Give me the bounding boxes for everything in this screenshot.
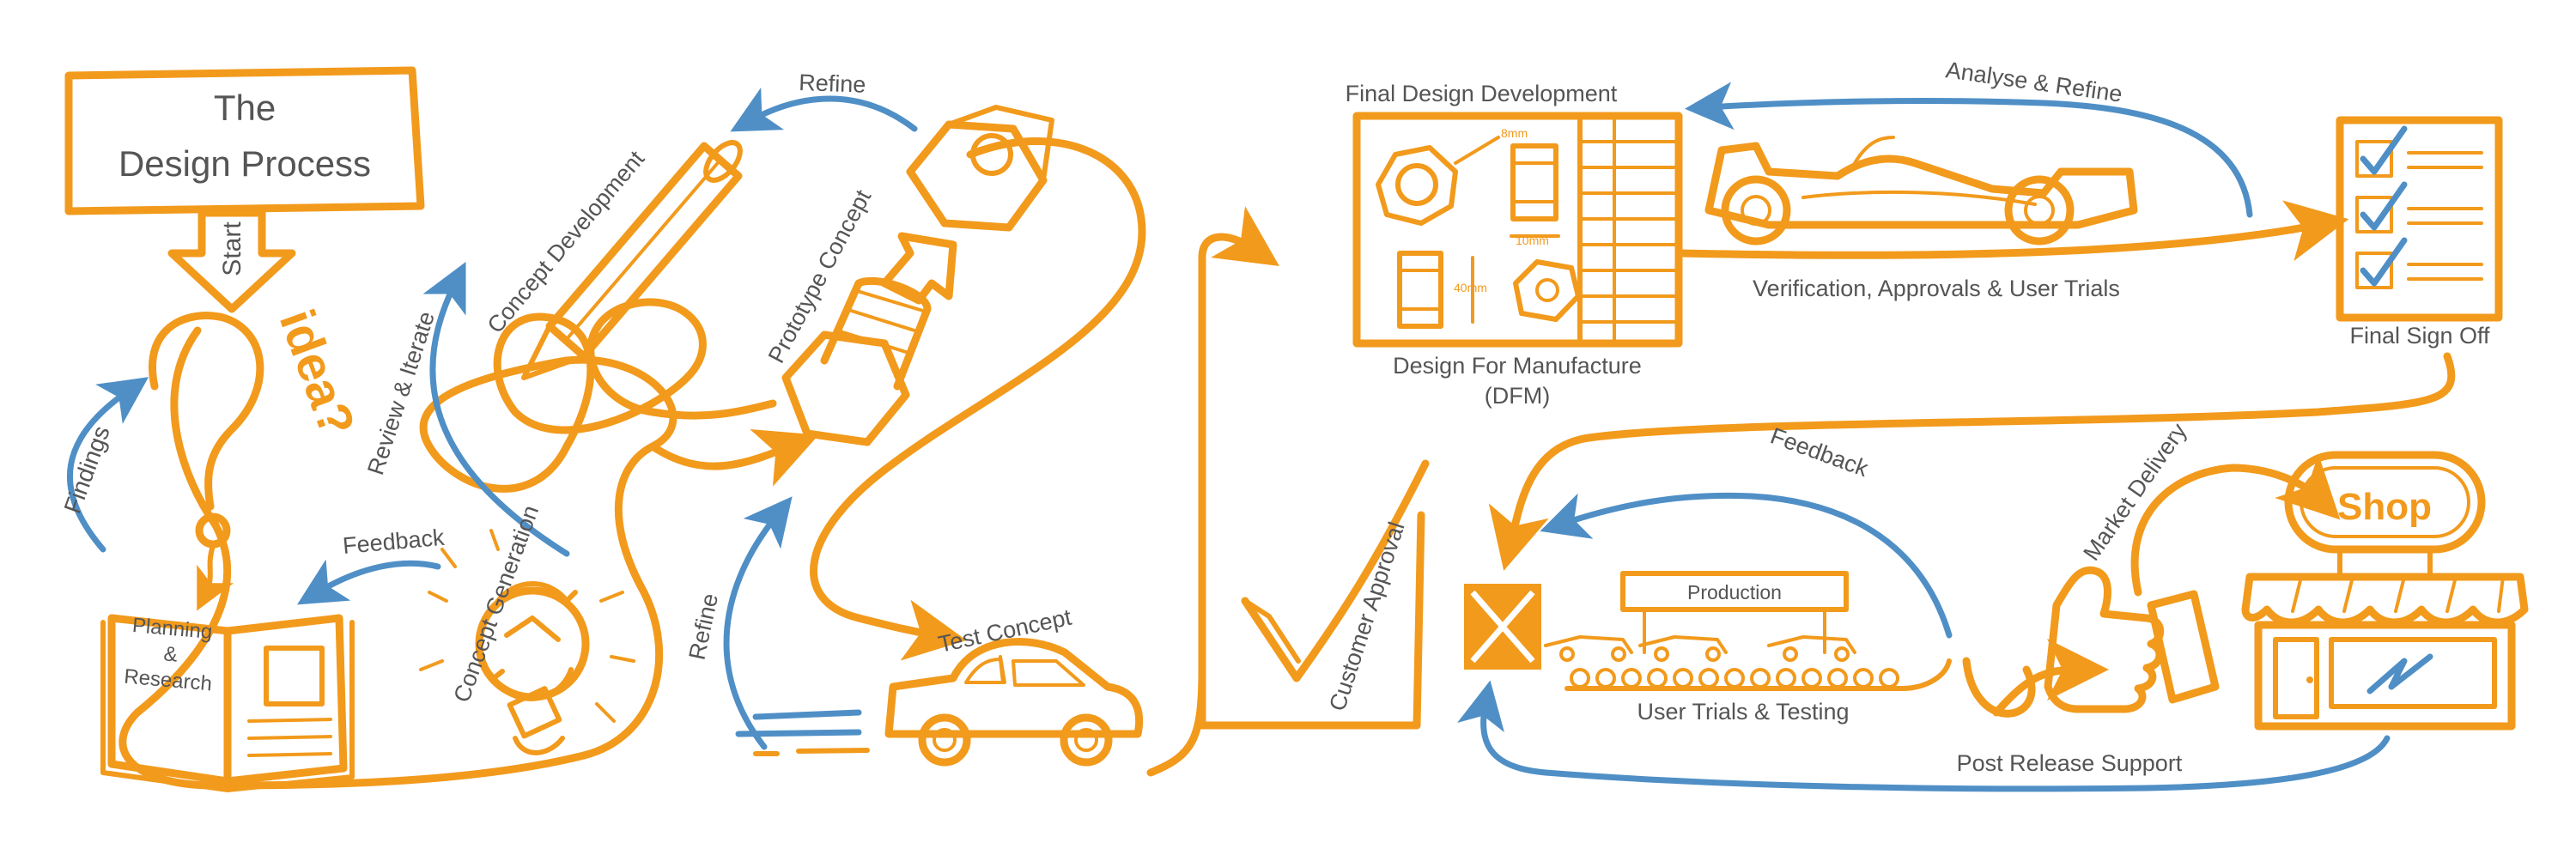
dim-8mm-label: 8mm [1501, 126, 1528, 140]
feedback-right-arrow [1540, 492, 1953, 639]
flow-to-thumb-arrow [1992, 639, 2109, 717]
dim-10mm-label: 10mm [1516, 233, 1549, 247]
planning-line1: Planning [131, 614, 213, 644]
post-release-arrow [1457, 680, 2391, 792]
dfm-line1: Design For Manufacture [1393, 353, 1642, 379]
speed-lines [735, 709, 870, 756]
feedback-right-label: Feedback [1767, 422, 1872, 482]
flow-car-to-check [1146, 665, 1206, 777]
refine-top-label: Refine [799, 70, 866, 98]
start-label: Start [218, 221, 246, 276]
bulb-rays [419, 529, 635, 723]
post-release-support-label: Post Release Support [1957, 750, 2183, 776]
title-box: The Design Process [64, 66, 425, 215]
flow-from-nut [810, 137, 1146, 661]
shop-icon: Shop [2241, 451, 2529, 731]
final-design-development-label: Final Design Development [1346, 81, 1618, 106]
feedback-left-label: Feedback [342, 525, 446, 559]
title-line2: Design Process [118, 143, 371, 184]
open-book-icon: Planning & Research [100, 614, 355, 792]
dfm-drawing: 8mm 10mm 40mm [1352, 112, 1683, 348]
flow-approval-right [1198, 511, 1425, 730]
checkmark-icon [1241, 459, 1430, 682]
analyse-refine-arrow [1685, 82, 2253, 218]
flow-signoff-down [1488, 352, 2456, 571]
refine-bottom-label: Refine [684, 591, 724, 663]
production-sign: Production [1620, 571, 1849, 654]
car-icon [884, 638, 1144, 767]
hex-nut-icon [906, 105, 1054, 232]
prototype-up-arrow [880, 232, 957, 305]
race-car-icon [1704, 136, 2138, 246]
dfm-table-lines [1578, 114, 1680, 345]
checklist-icon [2336, 116, 2503, 322]
thumbs-up-icon [2044, 566, 2220, 713]
refine-bottom-arrow [723, 496, 793, 750]
findings-arrow [66, 377, 149, 553]
feedback-left-arrow [296, 559, 441, 605]
main-flow-path [118, 298, 777, 790]
refine-top-arrow [730, 88, 918, 132]
dim-40mm-label: 40mm [1454, 281, 1487, 294]
review-iterate-arrow [422, 261, 570, 557]
final-sign-off-label: Final Sign Off [2349, 323, 2490, 349]
light-bulb-icon [419, 529, 635, 755]
pencil-icon [521, 140, 743, 380]
verification-label: Verification, Approvals & User Trials [1753, 276, 2120, 301]
bolt-icon [781, 276, 932, 446]
idea-label: idea? [269, 302, 366, 444]
planning-line3: Research [123, 665, 213, 696]
flow-verification [1674, 200, 2349, 262]
conveyor-rollers [1570, 668, 1899, 688]
flow-approval-line [1198, 206, 1279, 725]
dfm-line2: (DFM) [1485, 383, 1550, 409]
review-iterate-label: Review & Iterate [362, 308, 440, 478]
title-line1: The [214, 88, 276, 128]
planning-line2: & [162, 642, 178, 666]
flow-to-prototype [648, 428, 819, 487]
conveyor-belt-icon [1544, 635, 1952, 691]
start-arrow: Start [167, 209, 296, 313]
flow-to-thumb [1962, 657, 2036, 718]
production-label: Production [1687, 581, 1782, 603]
crate-icon [1464, 584, 1541, 670]
user-trials-testing-label: User Trials & Testing [1637, 699, 1849, 725]
shop-label: Shop [2337, 486, 2432, 528]
findings-label: Findings [59, 422, 115, 517]
question-mark-icon [149, 312, 264, 611]
